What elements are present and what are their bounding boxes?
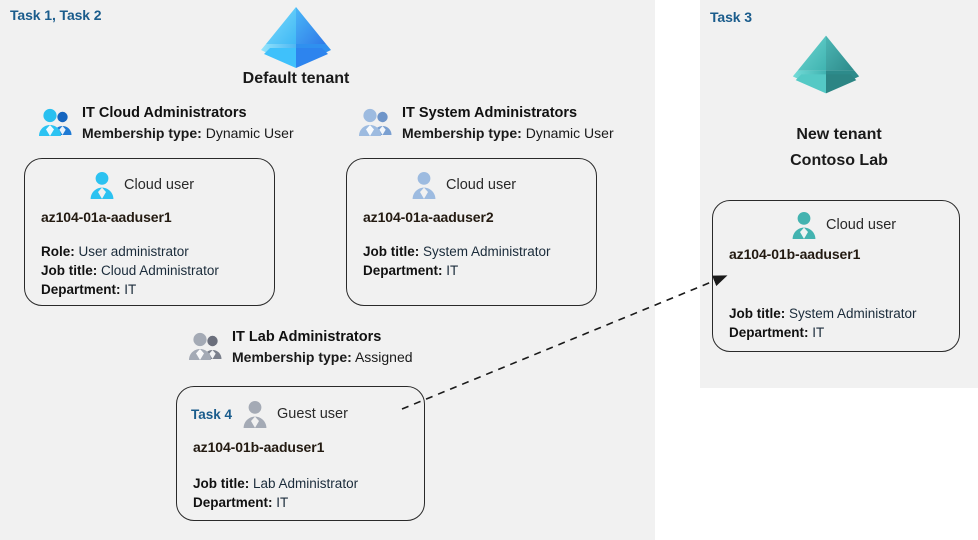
- task-label-left: Task 1, Task 2: [10, 7, 102, 23]
- card-username: az104-01a-aaduser2: [363, 209, 494, 225]
- card-property-row: Role: User administrator: [41, 242, 219, 261]
- group-users-icon: [38, 108, 74, 138]
- azure-ad-tenant-icon-new: [790, 32, 862, 96]
- property-label: Role:: [41, 244, 75, 259]
- card-username: az104-01a-aaduser1: [41, 209, 172, 225]
- card-property-row: Department: IT: [363, 261, 551, 280]
- card-property-row: Department: IT: [729, 323, 917, 342]
- user-kind-label: Guest user: [277, 406, 348, 422]
- user-card-az104-01b-aaduser1-cloud[interactable]: Cloud user az104-01b-aaduser1 Job title:…: [712, 200, 960, 352]
- group-membership-value: Dynamic User: [525, 125, 614, 141]
- group-membership: Membership type: Dynamic User: [402, 123, 668, 144]
- property-value: User administrator: [78, 244, 189, 259]
- card-username: az104-01b-aaduser1: [193, 439, 325, 455]
- user-kind-label: Cloud user: [826, 217, 897, 233]
- user-card-az104-01a-aaduser2[interactable]: Cloud user az104-01a-aaduser2 Job title:…: [346, 158, 597, 306]
- cloud-user-icon: [789, 210, 819, 240]
- property-value: System Administrator: [789, 306, 917, 321]
- group-name: IT System Administrators: [402, 105, 578, 121]
- card-property-row: Job title: Cloud Administrator: [41, 261, 219, 280]
- property-label: Job title:: [193, 476, 250, 491]
- group-membership-value: Dynamic User: [205, 125, 294, 141]
- property-label: Department:: [41, 282, 121, 297]
- property-value: IT: [124, 282, 137, 297]
- group-name: IT Cloud Administrators: [82, 105, 247, 121]
- property-label: Department:: [193, 495, 273, 510]
- card-properties: Job title: Lab Administrator Department:…: [193, 474, 358, 512]
- property-value: Lab Administrator: [253, 476, 359, 491]
- group-it-lab-administrators: IT Lab Administrators Membership type: A…: [188, 328, 508, 368]
- guest-user-icon: [240, 399, 270, 429]
- group-name: IT Lab Administrators: [232, 329, 382, 345]
- property-label: Job title:: [363, 244, 420, 259]
- card-property-row: Department: IT: [41, 280, 219, 299]
- group-membership-label: Membership type:: [232, 349, 352, 365]
- property-label: Job title:: [729, 306, 786, 321]
- property-value: System Administrator: [423, 244, 551, 259]
- new-tenant-caption-line1: New tenant: [796, 126, 882, 143]
- group-users-icon: [358, 108, 394, 138]
- group-membership-label: Membership type:: [402, 125, 522, 141]
- card-username: az104-01b-aaduser1: [729, 246, 861, 262]
- azure-ad-tenant-icon-default: [258, 4, 334, 70]
- card-head: Cloud user: [789, 210, 896, 240]
- card-head: Cloud user: [87, 170, 194, 200]
- group-users-icon: [188, 332, 224, 362]
- user-card-az104-01b-aaduser1-guest[interactable]: Task 4 Guest user az104-01b-aaduser1 Job…: [176, 386, 425, 521]
- card-properties: Job title: System Administrator Departme…: [729, 304, 917, 342]
- card-property-row: Job title: Lab Administrator: [193, 474, 358, 493]
- group-it-system-administrators: IT System Administrators Membership type…: [358, 104, 668, 144]
- group-membership: Membership type: Dynamic User: [82, 123, 338, 144]
- card-head: Cloud user: [409, 170, 516, 200]
- card-property-row: Job title: System Administrator: [729, 304, 917, 323]
- cloud-user-icon: [409, 170, 439, 200]
- property-value: IT: [812, 325, 825, 340]
- property-value: IT: [276, 495, 289, 510]
- default-tenant-caption: Default tenant: [242, 70, 350, 87]
- cloud-user-icon: [87, 170, 117, 200]
- new-tenant-caption-line2: Contoso Lab: [790, 152, 888, 169]
- group-membership: Membership type: Assigned: [232, 347, 508, 368]
- card-property-row: Job title: System Administrator: [363, 242, 551, 261]
- property-value: Cloud Administrator: [101, 263, 219, 278]
- card-properties: Job title: System Administrator Departme…: [363, 242, 551, 280]
- task-label-card: Task 4: [191, 406, 233, 422]
- group-it-cloud-administrators: IT Cloud Administrators Membership type:…: [38, 104, 338, 144]
- card-head: Task 4 Guest user: [191, 399, 348, 429]
- user-kind-label: Cloud user: [124, 177, 195, 193]
- user-kind-label: Cloud user: [446, 177, 517, 193]
- property-label: Job title:: [41, 263, 98, 278]
- group-membership-label: Membership type:: [82, 125, 202, 141]
- card-property-row: Department: IT: [193, 493, 358, 512]
- property-label: Department:: [729, 325, 809, 340]
- property-label: Department:: [363, 263, 443, 278]
- property-value: IT: [446, 263, 459, 278]
- group-membership-value: Assigned: [354, 349, 413, 365]
- task-label-right: Task 3: [710, 9, 752, 25]
- user-card-az104-01a-aaduser1[interactable]: Cloud user az104-01a-aaduser1 Role: User…: [24, 158, 275, 306]
- card-properties: Role: User administrator Job title: Clou…: [41, 242, 219, 299]
